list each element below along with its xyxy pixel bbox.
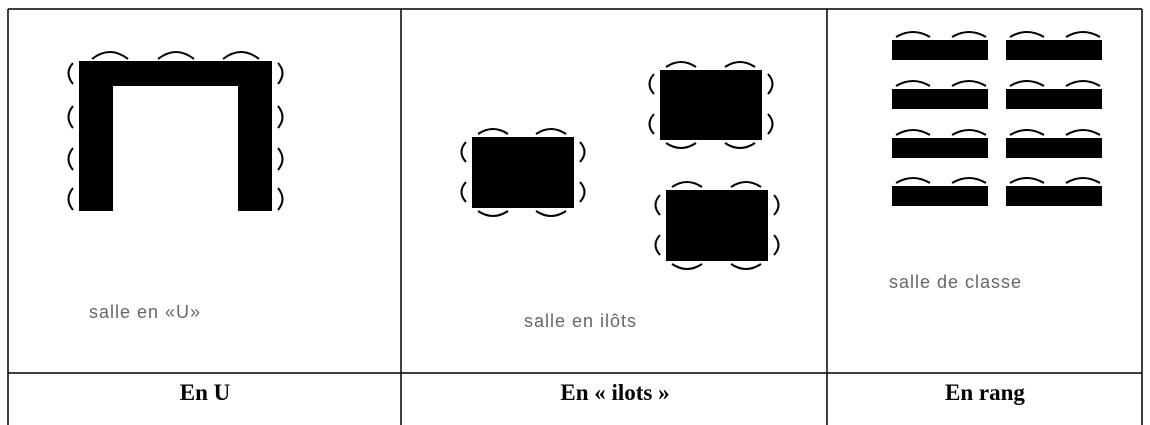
desk: [1006, 40, 1102, 60]
u-layout-caption: salle en «U»: [89, 302, 201, 322]
desk: [892, 138, 988, 158]
island-table: [472, 137, 574, 208]
island-1: [460, 128, 586, 217]
u-layout-diagram: salle en «U»: [67, 51, 284, 322]
u-chairs-right: [277, 62, 284, 211]
islands-layout-caption: salle en ilôts: [524, 311, 637, 331]
island-table: [666, 190, 768, 261]
u-shaped-table: [79, 61, 272, 211]
header-en-ilots: En « ilots »: [560, 380, 669, 405]
rows-layout-diagram: salle de classe: [889, 31, 1102, 292]
rows-chairs: [895, 31, 1101, 184]
u-chairs-top: [91, 51, 260, 60]
table-grid: [7, 8, 1143, 425]
rows-layout-caption: salle de classe: [889, 272, 1022, 292]
desk: [1006, 138, 1102, 158]
desk: [1006, 89, 1102, 109]
islands-layout-diagram: salle en ilôts: [460, 61, 780, 331]
island-table: [660, 70, 762, 140]
u-chairs-left: [67, 62, 74, 211]
desk: [892, 186, 988, 206]
desk: [892, 40, 988, 60]
rows-desks: [892, 40, 1102, 206]
column-headers: En U En « ilots » En rang: [180, 380, 1026, 405]
island-2: [648, 61, 774, 149]
header-en-rang: En rang: [945, 380, 1025, 405]
header-en-u: En U: [180, 380, 231, 405]
island-3: [654, 181, 780, 270]
desk: [892, 89, 988, 109]
desk: [1006, 186, 1102, 206]
